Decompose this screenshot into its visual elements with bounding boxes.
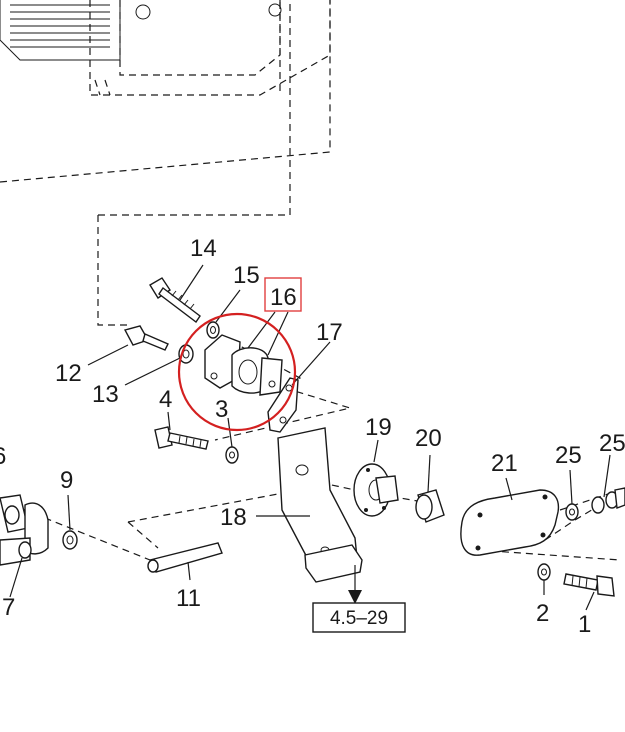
arrow-down-icon — [348, 590, 362, 604]
callout-16: 16 — [270, 284, 297, 311]
callout-6: 6 — [0, 443, 6, 470]
callout-25b: 25 — [599, 430, 625, 457]
callout-2: 2 — [536, 600, 549, 627]
bolt-14 — [149, 277, 201, 324]
callout-25a: 25 — [555, 442, 582, 469]
washer-25a — [565, 503, 579, 521]
highlight-box — [264, 277, 302, 312]
callout-11: 11 — [176, 585, 201, 612]
callout-14: 14 — [190, 235, 217, 262]
callout-9: 9 — [60, 467, 73, 494]
callout-20: 20 — [415, 425, 442, 452]
flange-19 — [353, 463, 399, 517]
callout-21: 21 — [491, 450, 518, 477]
pin-11 — [147, 542, 223, 573]
washer-15 — [206, 321, 220, 339]
callout-labels: 14 15 16 17 12 13 4 3 19 20 21 25 25 6 9… — [0, 235, 625, 638]
callout-12: 12 — [55, 360, 82, 387]
bolt-4 — [154, 426, 209, 450]
spacer-20 — [415, 489, 445, 523]
washer-3 — [225, 446, 239, 464]
cover-plate-21 — [460, 489, 560, 556]
callout-4: 4 — [159, 386, 172, 413]
reference-box-label: 4.5–29 — [330, 608, 388, 629]
callout-19: 19 — [365, 414, 392, 441]
bolt-1 — [563, 573, 615, 597]
highlight-circle — [177, 312, 297, 432]
reference-box — [312, 602, 406, 633]
plate-18 — [277, 427, 363, 604]
pin-12 — [123, 325, 169, 351]
callout-18: 18 — [220, 504, 247, 531]
callout-7: 7 — [2, 594, 15, 621]
callout-13: 13 — [92, 381, 119, 408]
callout-1: 1 — [578, 611, 591, 638]
clamp-16 — [204, 334, 283, 396]
callout-3: 3 — [215, 396, 228, 423]
washer-25b — [591, 496, 605, 514]
callout-17: 17 — [316, 319, 343, 346]
left-clamp-assembly — [0, 494, 78, 566]
callout-15: 15 — [233, 262, 260, 289]
washer-2 — [537, 563, 551, 581]
